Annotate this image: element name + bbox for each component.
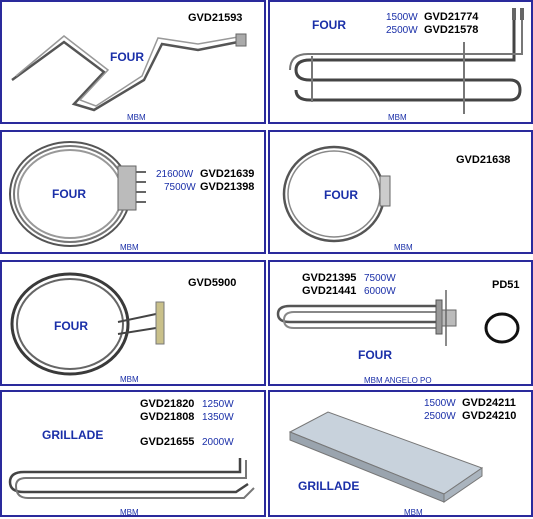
- brand-label: MBM ANGELO PO: [364, 376, 432, 385]
- power-rating: 7500W: [364, 273, 396, 284]
- product-cell-gvd21820: GVD21820 1250W GVD21808 1350W GRILLADE G…: [0, 390, 266, 517]
- part-code: GVD24210: [462, 410, 517, 422]
- part-code: GVD24211: [462, 397, 516, 409]
- power-rating: 2500W: [424, 411, 456, 422]
- brand-label: MBM: [404, 508, 423, 517]
- grill-type-label: GRILLADE: [42, 428, 104, 442]
- oven-type-label: FOUR: [312, 18, 346, 32]
- brand-label: MBM: [394, 243, 413, 252]
- oven-type-label: FOUR: [54, 319, 88, 333]
- product-cell-gvd21593: GVD21593 FOUR MBM: [0, 0, 266, 124]
- part-code: GVD21655: [140, 436, 195, 448]
- product-cell-gvd21638: GVD21638 FOUR MBM: [268, 130, 533, 254]
- power-rating: 1250W: [202, 399, 234, 410]
- brand-label: MBM: [127, 113, 146, 122]
- heating-element-image: [276, 290, 520, 346]
- power-rating: 1500W: [424, 398, 456, 409]
- heating-element-image: [8, 458, 255, 499]
- heating-element-image: [288, 411, 484, 503]
- part-code: GVD21395: [302, 272, 357, 284]
- part-code: GVD5900: [188, 277, 237, 289]
- part-code: GVD21441: [302, 285, 357, 297]
- part-code: GVD21638: [456, 154, 511, 166]
- power-rating: 1500W: [386, 12, 418, 23]
- power-rating: 7500W: [164, 182, 196, 193]
- brand-label: MBM: [120, 243, 139, 252]
- heating-element-image: [289, 8, 524, 114]
- oven-type-label: FOUR: [358, 348, 392, 362]
- product-cell-gvd24211: 1500W GVD24211 2500W GVD24210 GRILLADE M…: [268, 390, 533, 517]
- power-rating: 2000W: [202, 437, 234, 448]
- product-cell-gvd21774: FOUR 1500W GVD21774 2500W GVD21578 MBM: [268, 0, 533, 124]
- power-rating: 21600W: [156, 169, 194, 180]
- product-cell-gvd21395: GVD21395 7500W GVD21441 6000W PD51 FOUR …: [268, 260, 533, 386]
- power-rating: 1350W: [202, 412, 234, 423]
- heating-element-image: [11, 33, 247, 112]
- brand-label: MBM: [120, 508, 139, 517]
- oven-type-label: FOUR: [110, 50, 144, 64]
- heating-element-image: [10, 272, 165, 376]
- part-code: GVD21820: [140, 398, 195, 410]
- power-rating: 6000W: [364, 286, 396, 297]
- brand-label: MBM: [120, 375, 139, 384]
- grill-type-label: GRILLADE: [298, 479, 360, 493]
- product-cell-gvd21639: FOUR 21600W GVD21639 7500W GVD21398 MBM: [0, 130, 266, 254]
- part-code: GVD21398: [200, 181, 255, 193]
- part-code: GVD21593: [188, 12, 243, 24]
- product-cell-gvd5900: GVD5900 FOUR MBM: [0, 260, 266, 386]
- oven-type-label: FOUR: [324, 188, 358, 202]
- part-code: GVD21774: [424, 11, 479, 23]
- heating-element-image: [282, 145, 391, 243]
- oven-type-label: FOUR: [52, 187, 86, 201]
- part-code: GVD21639: [200, 168, 255, 180]
- part-code: GVD21578: [424, 24, 479, 36]
- gasket-part-code: PD51: [492, 279, 520, 291]
- part-code: GVD21808: [140, 411, 195, 423]
- power-rating: 2500W: [386, 25, 418, 36]
- heating-element-image: [9, 141, 146, 247]
- brand-label: MBM: [388, 113, 407, 122]
